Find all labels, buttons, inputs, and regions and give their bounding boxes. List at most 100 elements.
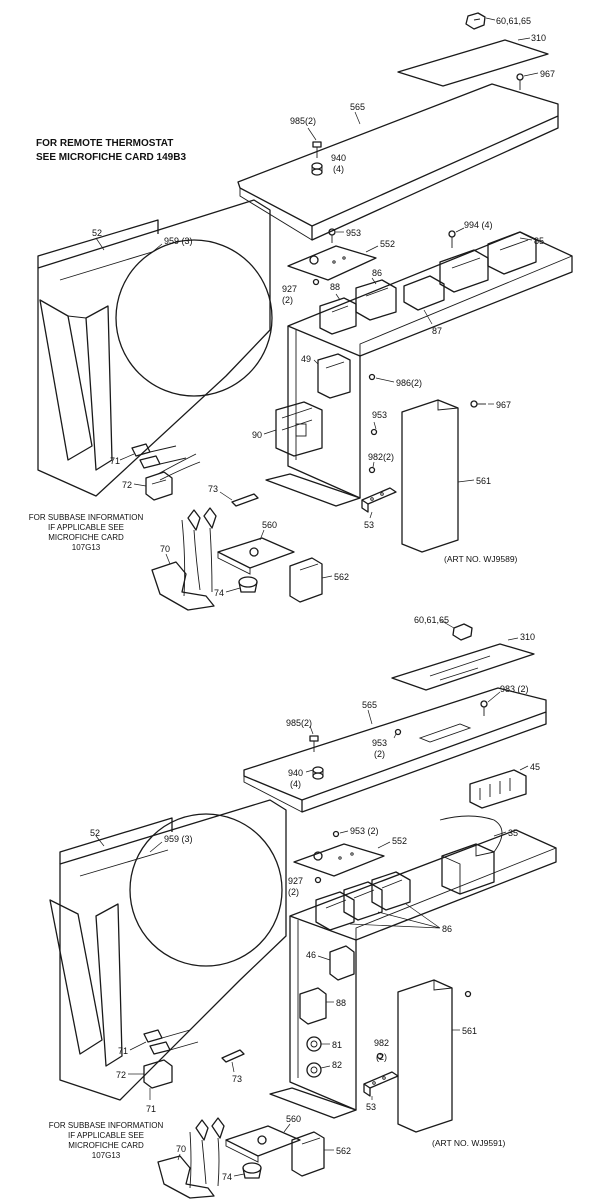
top-label-60-61-65: 60,61,65 [496, 16, 531, 26]
bottom-label-959: 959 (3) [164, 834, 193, 844]
top-label-87: 87 [432, 326, 442, 336]
top-subbase-note-2: IF APPLICABLE SEE [48, 523, 124, 532]
top-label-90: 90 [252, 430, 262, 440]
bottom-base-tray [289, 829, 557, 941]
top-label-562: 562 [334, 572, 349, 582]
top-label-70: 70 [160, 544, 170, 554]
top-plate-552 [287, 245, 377, 281]
bottom-bracket-562 [291, 1131, 325, 1177]
bottom-label-46: 46 [306, 950, 316, 960]
bottom-screw-561 [464, 990, 472, 998]
bottom-assembly: 60,61,65 310 983 (2) 565 985(2 [49, 615, 557, 1199]
bottom-plug-72 [143, 1059, 173, 1089]
bottom-label-71b: 71 [146, 1104, 156, 1114]
top-clip-73 [231, 493, 259, 507]
top-assembly: FOR REMOTE THERMOSTAT SEE MICROFICHE CAR… [29, 12, 573, 611]
top-art-number: (ART NO. WJ9589) [444, 554, 518, 564]
bottom-power-cord-70 [157, 1117, 225, 1199]
top-label-985: 985(2) [290, 116, 316, 126]
top-label-86: 86 [372, 268, 382, 278]
bottom-relays-86 [315, 871, 411, 931]
bottom-terminal-53 [363, 1071, 399, 1097]
top-subbase-note-1: FOR SUBBASE INFORMATION [29, 513, 144, 522]
bottom-label-71: 71 [118, 1046, 128, 1056]
bottom-label-35: 35 [508, 828, 518, 838]
bottom-label-70: 70 [176, 1144, 186, 1154]
top-cover-561 [401, 399, 459, 553]
bottom-knob-part [452, 623, 473, 641]
bottom-screw-953b [332, 830, 340, 838]
bottom-plate-560 [225, 1125, 301, 1163]
bottom-label-52: 52 [90, 828, 100, 838]
bottom-subbase-note-2: IF APPLICABLE SEE [68, 1131, 144, 1140]
bottom-terminal-block-45 [469, 769, 527, 809]
remote-thermostat-note-line2: SEE MICROFICHE CARD 149B3 [36, 152, 186, 163]
top-spacer-940 [311, 162, 323, 176]
bottom-subbase-note-1: FOR SUBBASE INFORMATION [49, 1121, 164, 1130]
bottom-switch-81 [306, 1036, 322, 1052]
top-plate-560 [217, 537, 295, 575]
top-switch-85 [439, 231, 537, 293]
bottom-label-82: 82 [332, 1060, 342, 1070]
top-screw-967b [470, 400, 486, 408]
bottom-clip-927 [314, 876, 322, 884]
bottom-plate-552 [293, 843, 385, 877]
top-label-927-qty: (2) [282, 295, 293, 305]
bottom-spacer-940 [312, 766, 324, 780]
bottom-label-74: 74 [222, 1172, 232, 1182]
bottom-label-983: 983 (2) [500, 684, 529, 694]
top-label-74: 74 [214, 588, 224, 598]
bottom-label-72: 72 [116, 1070, 126, 1080]
top-label-71: 71 [110, 456, 120, 466]
top-screw-953 [328, 228, 336, 243]
bottom-screw-985 [309, 735, 319, 752]
bottom-label-927-qty: (2) [288, 887, 299, 897]
top-label-73: 73 [208, 484, 218, 494]
top-label-927: 927 [282, 284, 297, 294]
top-label-953b: 953 [372, 410, 387, 420]
bottom-subbase-note-3: MICROFICHE CARD [68, 1141, 144, 1150]
bottom-label-73: 73 [232, 1074, 242, 1084]
top-cover-310 [397, 39, 549, 87]
bottom-clip-982 [376, 1052, 384, 1060]
bottom-knob-74 [242, 1162, 262, 1179]
top-label-967b: 967 [496, 400, 511, 410]
top-knob-74 [238, 576, 258, 593]
bottom-label-953b: 953 (2) [350, 826, 379, 836]
top-label-49: 49 [301, 354, 311, 364]
top-switch-87 [403, 275, 445, 311]
top-label-72: 72 [122, 480, 132, 490]
bottom-label-953: 953 [372, 738, 387, 748]
bottom-screw-953 [394, 728, 402, 736]
bottom-side-panel-52 [49, 799, 287, 1101]
bottom-thermostat-35 [439, 815, 503, 895]
top-label-967: 967 [540, 69, 555, 79]
top-label-52: 52 [92, 228, 102, 238]
top-label-85: 85 [534, 236, 544, 246]
bottom-label-560: 560 [286, 1114, 301, 1124]
top-label-565: 565 [350, 102, 365, 112]
top-power-cord-70 [151, 507, 217, 611]
bottom-label-985: 985(2) [286, 718, 312, 728]
bottom-art-number: (ART NO. WJ9591) [432, 1138, 506, 1148]
top-panel-565 [237, 83, 559, 241]
top-label-552: 552 [380, 239, 395, 249]
top-screw-985 [312, 141, 322, 158]
bottom-label-88: 88 [336, 998, 346, 1008]
top-label-310: 310 [531, 33, 546, 43]
top-label-986: 986(2) [396, 378, 422, 388]
bottom-label-552: 552 [392, 836, 407, 846]
top-screw-953b [370, 428, 378, 436]
top-subbase-note-4: 107G13 [72, 543, 101, 552]
top-screw-994 [448, 230, 456, 248]
top-clip-982 [368, 466, 376, 474]
bottom-label-982-qty: (2) [376, 1052, 387, 1062]
bottom-label-953-qty: (2) [374, 749, 385, 759]
top-label-561: 561 [476, 476, 491, 486]
top-label-940-qty: (4) [333, 164, 344, 174]
top-label-959: 959 (3) [164, 236, 193, 246]
bottom-label-927: 927 [288, 876, 303, 886]
top-label-982: 982(2) [368, 452, 394, 462]
